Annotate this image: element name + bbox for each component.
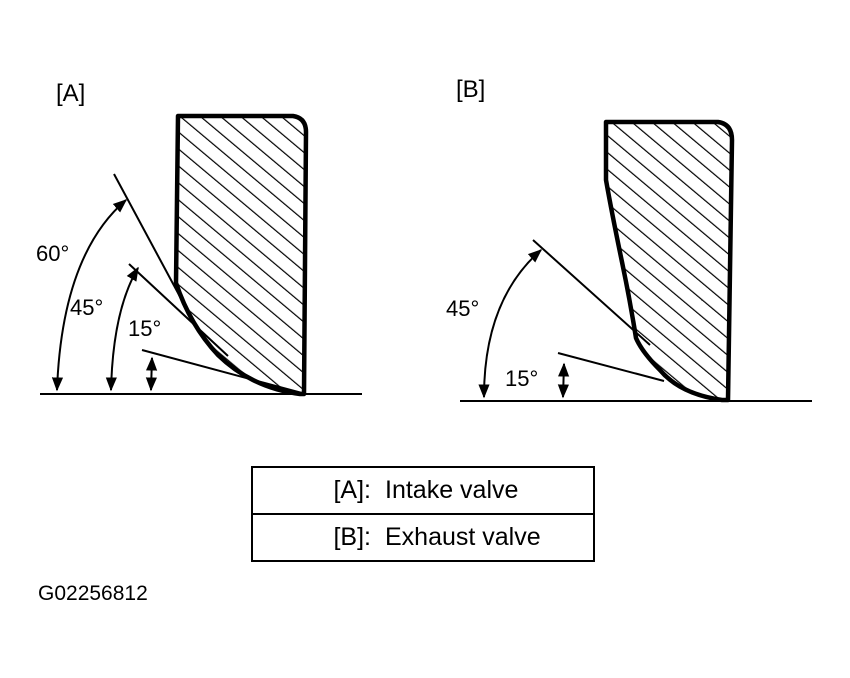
panel-b-45-degree-arc	[478, 249, 543, 399]
panel-a-60-degree-arc	[51, 199, 128, 392]
panel-b-angle-45-label: 45°	[446, 296, 479, 321]
panel-a-angle-45-label: 45°	[70, 295, 103, 320]
panel-a-15-degree-line	[141, 349, 303, 394]
panel-a-angle-60-label: 60°	[36, 241, 69, 266]
legend-table: [A]: Intake valve [B]: Exhaust valve	[251, 466, 595, 562]
legend-row-exhaust: [B]: Exhaust valve	[253, 513, 593, 560]
panel-b-15-degree-arc	[557, 362, 570, 399]
panel-a-label: [A]	[56, 80, 85, 107]
panel-b-angle-15-label: 15°	[505, 366, 538, 391]
panel-a-45-degree-arc	[105, 266, 139, 392]
panel-a-valve-section	[173, 113, 309, 397]
legend-value: Intake valve	[385, 476, 519, 504]
legend-value: Exhaust valve	[385, 523, 541, 551]
panel-b-label: [B]	[456, 76, 485, 103]
panel-b-valve-section	[603, 119, 735, 403]
panel-b-15-degree-line	[557, 352, 665, 382]
panel-a-15-degree-arc	[145, 356, 158, 392]
panel-a-45-degree-line	[128, 263, 229, 357]
legend-key: [B]:	[333, 523, 371, 551]
legend-row-intake: [A]: Intake valve	[253, 468, 593, 513]
panel-a-60-degree-line	[113, 173, 186, 307]
panel-b: [B] 45° 15°	[446, 76, 812, 403]
panel-a: [A] 60° 45° 15°	[36, 80, 362, 397]
panel-a-angle-15-label: 15°	[128, 316, 161, 341]
panel-b-45-degree-line	[532, 239, 651, 346]
legend-key: [A]:	[333, 476, 371, 504]
figure-id: G02256812	[38, 582, 148, 605]
